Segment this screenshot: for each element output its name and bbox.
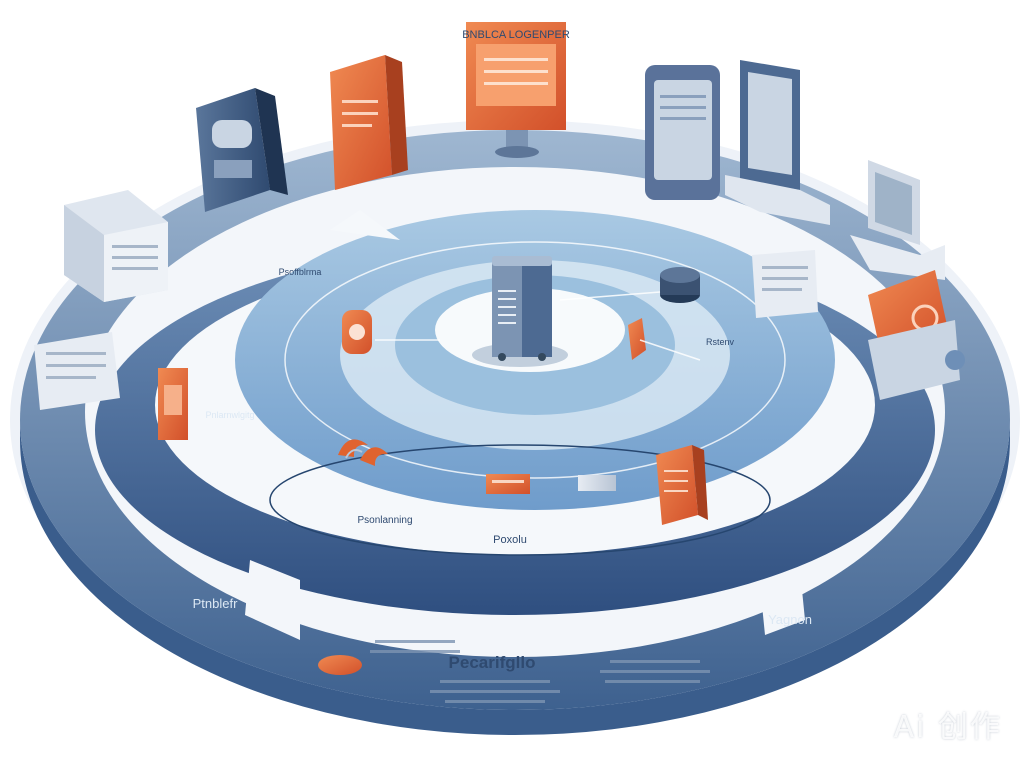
navy-tower-left	[196, 88, 288, 212]
orange-monitor-top: BNBLCA LOGENPER	[462, 22, 570, 158]
watermark: Ai 创作	[893, 710, 1002, 745]
orange-tag-icon-right	[628, 318, 646, 360]
orange-device-right	[868, 270, 965, 400]
gray-server-box-left	[64, 190, 168, 302]
orange-badge	[318, 655, 362, 675]
tablet-device-top-right	[645, 65, 720, 200]
small-gray-box-icon	[578, 475, 616, 491]
inner-bottom-b-label: Poxolu	[493, 534, 527, 546]
left-tab-label: Ptnblefr	[193, 596, 238, 611]
dome-device-icon	[660, 267, 700, 303]
orange-panel-top-left	[330, 55, 408, 190]
center-banner-label: Pecarifgllo	[449, 653, 536, 672]
connector-lines	[375, 291, 701, 361]
computer-right	[850, 160, 945, 280]
swirl-logo-icon	[338, 439, 388, 466]
inner-left-label: Psoffblrma	[279, 267, 322, 277]
orange-tray-icon	[486, 474, 530, 494]
top-sign-label: BNBLCA LOGENPER	[462, 29, 570, 41]
mid-right-label: Rstenv	[706, 337, 735, 347]
central-server	[472, 256, 568, 367]
mid-left-label: Pnlarnwlgitg	[205, 410, 254, 420]
gray-panel-far-left	[34, 332, 120, 410]
text-lines-bottom	[370, 640, 710, 703]
orange-card-left	[158, 368, 188, 440]
inner-bottom-label: Psonlanning	[357, 515, 412, 526]
orange-ring-icon-left	[342, 310, 372, 354]
right-tab-label: Yagnon	[768, 612, 812, 627]
monitor-stand-top-right	[725, 60, 830, 225]
orange-book-right	[656, 445, 708, 525]
gray-panel-right-mid	[752, 250, 818, 318]
